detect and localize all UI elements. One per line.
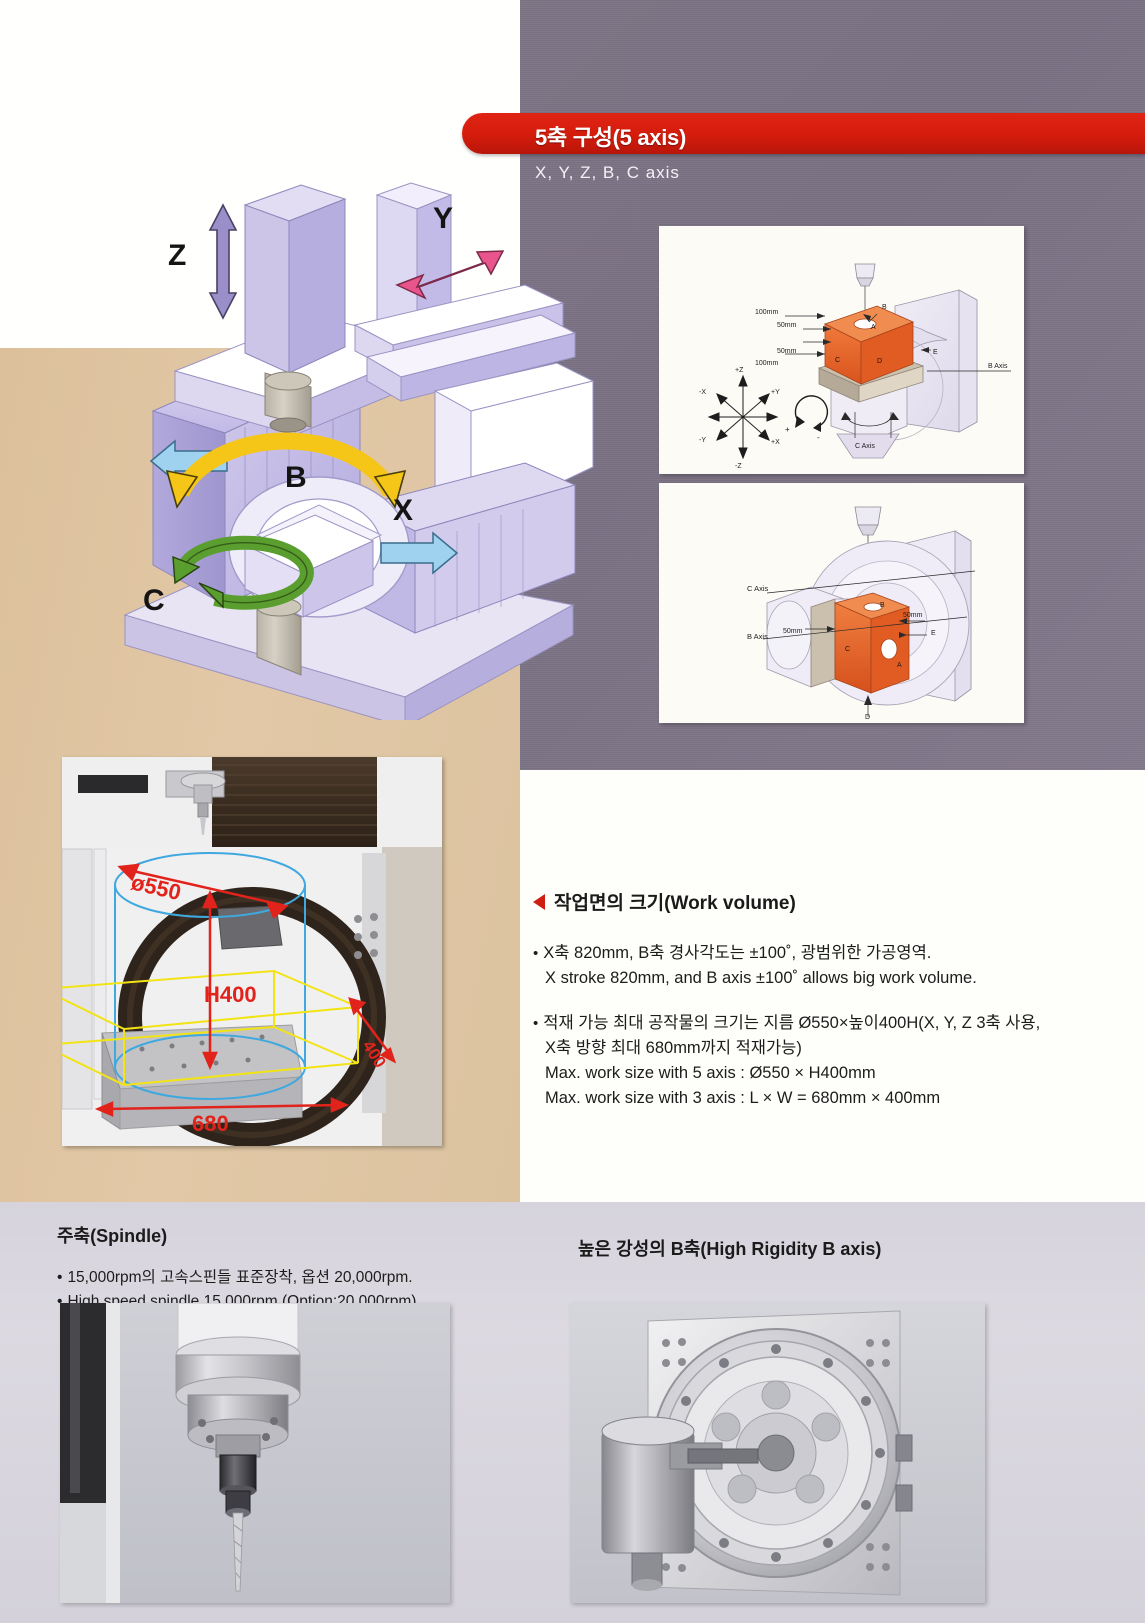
diagram2-face-b: B: [880, 602, 885, 609]
b-axis-heading: 높은 강성의 B축(High Rigidity B axis): [578, 1239, 882, 1259]
axis-label-c: C: [143, 584, 165, 617]
diagram-dim-100-upper: 100mm: [755, 309, 779, 316]
axis-label-x: X: [393, 494, 413, 527]
spindle-line-ko: 15,000rpm의 고속스핀들 표준장착, 옵션 20,000rpm.: [57, 1266, 527, 1290]
diagram2-c-axis-label: C Axis: [747, 584, 769, 593]
axis-arrow-x: [380, 531, 459, 575]
banner-title: 5축 구성(5 axis): [535, 125, 686, 150]
wv2-line-ko-1: 적재 가능 최대 공작물의 크기는 지름 Ø550×높이400H(X, Y, Z…: [533, 1011, 1133, 1036]
diagram-coord-plus-y: +Y: [771, 389, 780, 396]
diagram-face-e: E: [933, 349, 938, 356]
dim-label-length: 680: [192, 1111, 229, 1136]
diagram-coord-plus-z: +Z: [735, 367, 744, 374]
diagram-c-axis-label: C Axis: [855, 443, 875, 450]
wv1-line-ko: X축 820mm, B축 경사각도는 ±100˚, 광범위한 가공영역.: [533, 941, 1133, 966]
work-volume-photo: ø550 H400 680 400: [62, 757, 442, 1146]
diagram-dim-100-lower: 100mm: [755, 360, 779, 367]
dim-label-height: H400: [204, 982, 257, 1007]
work-volume-textblock: 작업면의 크기(Work volume) X축 820mm, B축 경사각도는 …: [533, 888, 1133, 1131]
diagram2-dim-50-right: 50mm: [903, 612, 923, 619]
work-volume-item-1: X축 820mm, B축 경사각도는 ±100˚, 광범위한 가공영역. X s…: [533, 941, 1133, 991]
diagram-face-d: D: [877, 358, 882, 365]
diagram2-face-d: D: [865, 714, 870, 721]
diagram-coord-plus-x: +X: [771, 439, 780, 446]
section-banner: 5축 구성(5 axis): [462, 113, 1145, 154]
diagram-rot-plus: +: [785, 425, 790, 434]
diagram2-face-a: A: [897, 662, 902, 669]
spindle-photo: [60, 1303, 450, 1603]
axis-label-b: B: [285, 461, 307, 494]
diagram-panel-bottom: B C A E D C Axis B Axis 50mm: [659, 483, 1024, 723]
background-right-white: [520, 770, 1145, 1202]
wv2-line-en-2: Max. work size with 3 axis : L × W = 680…: [545, 1089, 941, 1108]
wv1-line-en: X stroke 820mm, and B axis ±100˚ allows …: [545, 969, 977, 988]
diagram2-b-axis-label: B Axis: [747, 632, 768, 641]
b-axis-section: 높은 강성의 B축(High Rigidity B axis): [578, 1235, 1048, 1279]
wv2-line-en-1: Max. work size with 5 axis : Ø550 × H400…: [545, 1064, 876, 1083]
diagram-face-a: A: [871, 324, 876, 331]
diagram-dim-50-upper: 50mm: [777, 322, 797, 329]
diagram-panel-top: A C D B E: [659, 226, 1024, 474]
diagram2-face-c: C: [845, 646, 850, 653]
diagram-b-axis-label: B Axis: [988, 363, 1008, 370]
diagram-coord-minus-x: -X: [699, 389, 706, 396]
diagram2-face-e: E: [931, 630, 936, 637]
work-volume-heading: 작업면의 크기(Work volume): [533, 888, 1133, 915]
wv2-line-ko-2: X축 방향 최대 680mm까지 적재가능): [545, 1039, 802, 1058]
background-white-notch: [520, 1160, 1145, 1210]
axis-arrow-z: [208, 203, 238, 320]
axis-arrow-b: [165, 432, 407, 509]
axis-label-z: Z: [168, 239, 186, 272]
axis-arrow-c: [172, 535, 314, 610]
b-axis-photo: [570, 1303, 985, 1603]
work-volume-item-2: 적재 가능 최대 공작물의 크기는 지름 Ø550×높이400H(X, Y, Z…: [533, 1011, 1133, 1111]
triangle-bullet-icon: [533, 893, 545, 910]
diagram-coord-minus-z: -Z: [735, 463, 742, 470]
banner-subtitle: X, Y, Z, B, C axis: [535, 163, 680, 182]
spindle-section: 주축(Spindle) 15,000rpm의 고속스핀들 표준장착, 옵션 20…: [57, 1222, 527, 1314]
spindle-heading: 주축(Spindle): [57, 1226, 168, 1246]
diagram-rot-minus: -: [817, 433, 820, 442]
annotation-dimensions: [94, 863, 397, 1117]
axis-arrow-y: [395, 250, 505, 300]
diagram-face-c: C: [835, 357, 840, 364]
diagram-dim-50-lower: 50mm: [777, 348, 797, 355]
machine-illustration: Z Y X B C: [105, 175, 595, 720]
diagram-face-b: B: [882, 304, 887, 311]
axis-label-y: Y: [433, 202, 453, 235]
diagram2-dim-50-left: 50mm: [783, 628, 803, 635]
work-volume-heading-text: 작업면의 크기(Work volume): [554, 893, 796, 914]
diagram-coord-minus-y: -Y: [699, 437, 706, 444]
